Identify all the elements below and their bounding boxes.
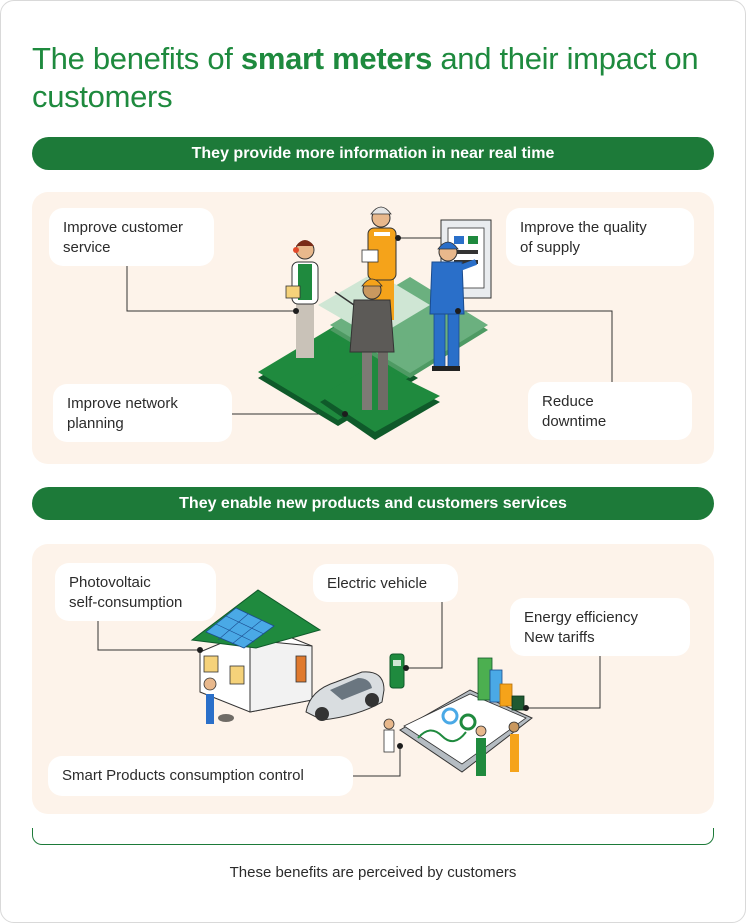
card-reduce-downtime: Reduce downtime (528, 382, 692, 440)
electric-car-icon (305, 671, 385, 721)
connector-line (526, 656, 601, 709)
connector-line (458, 310, 613, 382)
footer-caption: These benefits are perceived by customer… (229, 864, 517, 881)
tablet-app-icon (399, 689, 533, 773)
card-smart-products-consumption-control: Smart Products consumption control (48, 756, 353, 796)
card-improve-quality-of-supply: Improve the quality of supply (506, 208, 694, 266)
electrician-icon (429, 241, 478, 371)
call-center-worker-icon (285, 240, 319, 358)
connector-line (353, 746, 401, 777)
card-electric-vehicle: Electric vehicle (313, 564, 458, 602)
card-improve-network-planning: Improve network planning (53, 384, 232, 442)
card-photovoltaic-self-consumption: Photovoltaic self-consumption (55, 563, 216, 621)
section1-banner: They provide more information in near re… (32, 137, 714, 170)
card-energy-efficiency-new-tariffs: Energy efficiency New tariffs (510, 598, 690, 656)
section2-banner: They enable new products and customers s… (32, 487, 714, 520)
card-improve-customer-service: Improve customer service (49, 208, 214, 266)
energy-bars-icon (477, 657, 525, 711)
person-with-dog-icon (203, 677, 234, 724)
ev-charger-icon (389, 653, 405, 689)
page-title: The benefits of smart meters and their i… (32, 41, 699, 114)
customers-bracket (32, 828, 714, 845)
connector-line (97, 620, 200, 651)
connector-line (126, 264, 296, 312)
engineer-icon (334, 278, 395, 410)
connector-line (406, 600, 443, 669)
people-icon (383, 718, 520, 776)
